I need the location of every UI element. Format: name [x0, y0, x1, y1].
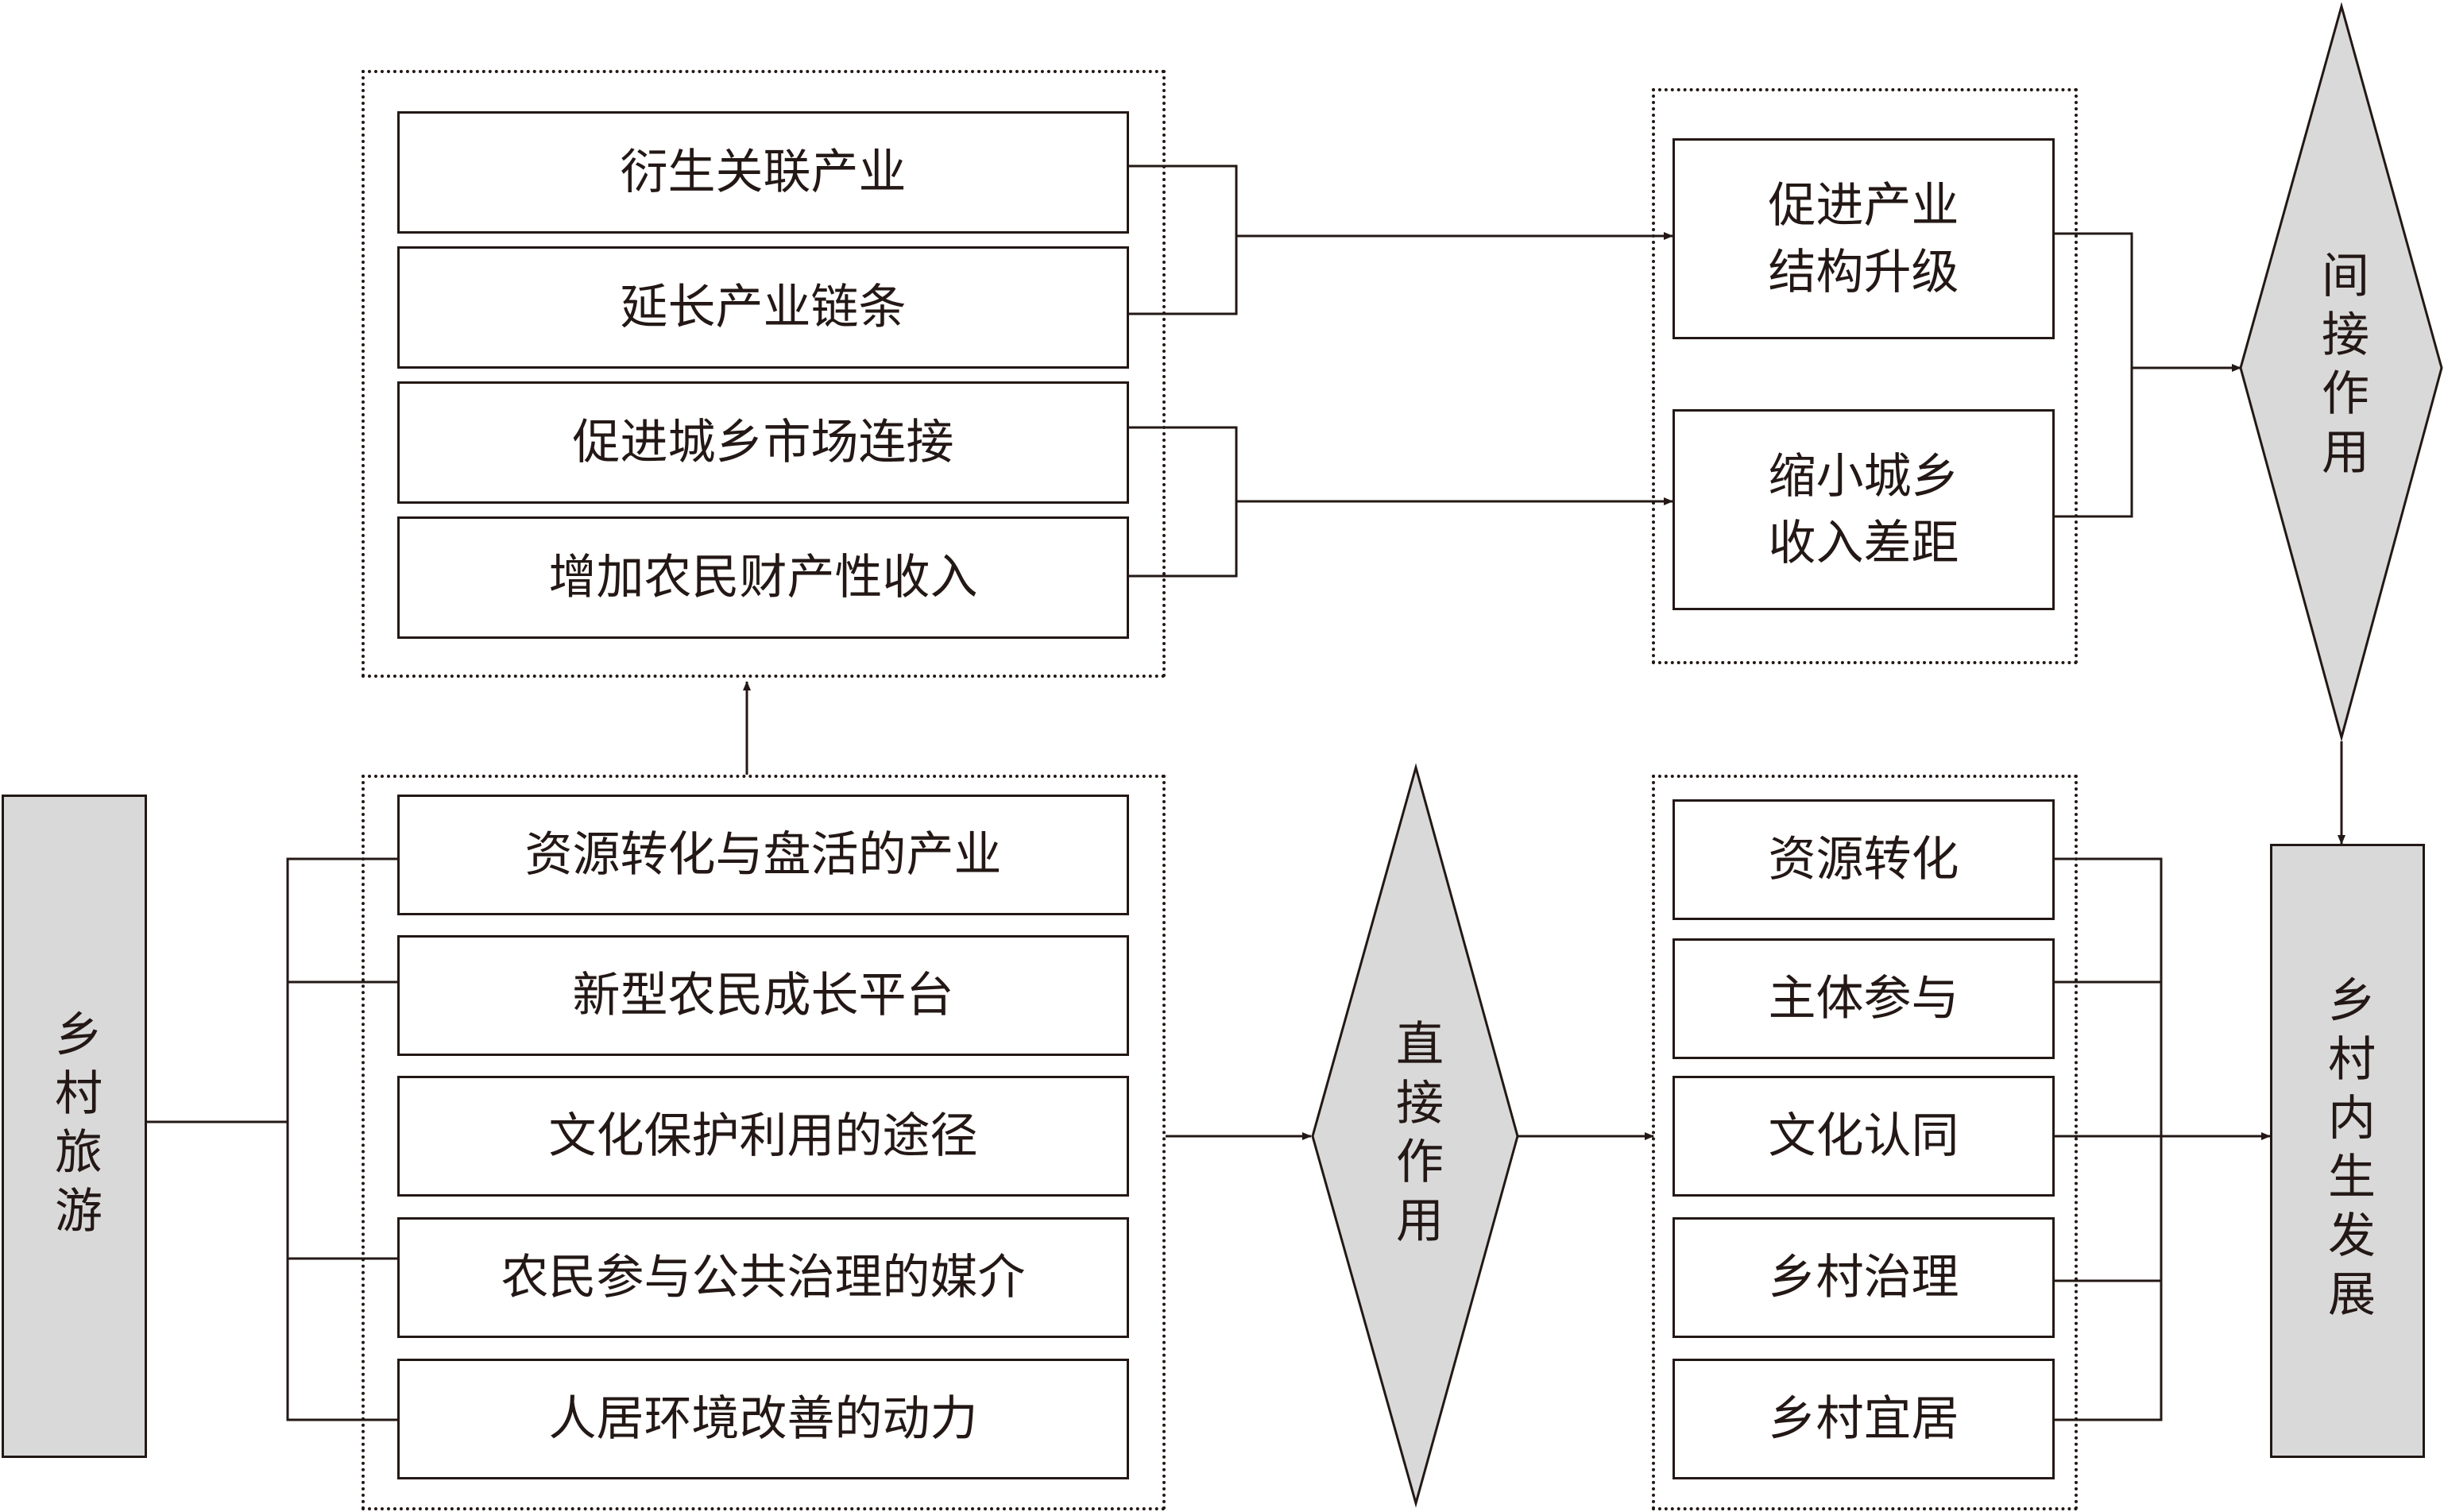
indirect-diamond-shape [2239, 2, 2443, 742]
mechanism-extend-chain: 延长产业链条 [397, 246, 1129, 369]
mechanisms-group [362, 70, 1166, 678]
mechanism-market-link: 促进城乡市场连接 [397, 381, 1129, 504]
bracket-indirect-outcomes [2055, 232, 2133, 518]
outcome-cultural-identity: 文化认同 [1673, 1076, 2055, 1197]
outcome-resource-conversion: 资源转化 [1673, 799, 2055, 920]
role-governance-media: 农民参与公共治理的媒介 [397, 1217, 1129, 1338]
roles-group [362, 775, 1166, 1510]
mechanism-derived-industries: 衍生关联产业 [397, 111, 1129, 234]
role-living-environment: 人居环境改善的动力 [397, 1359, 1129, 1479]
role-resource-industry: 资源转化与盘活的产业 [397, 795, 1129, 915]
bracket-direct-outcomes [2055, 857, 2163, 1421]
source-node: 乡村旅游 [2, 795, 147, 1458]
direct-diamond-label: 直接作用 [1387, 1019, 1444, 1254]
outcome-livability: 乡村宜居 [1673, 1359, 2055, 1479]
target-node: 乡村内生发展 [2270, 844, 2425, 1458]
direct-outcomes-group [1652, 775, 2078, 1510]
bracket-mechanisms-upper [1129, 164, 1238, 315]
role-farmer-platform: 新型农民成长平台 [397, 935, 1129, 1056]
mechanism-property-income: 增加农民财产性收入 [397, 516, 1129, 639]
indirect-outcomes-group [1652, 88, 2078, 664]
role-culture-path: 文化保护利用的途径 [397, 1076, 1129, 1197]
outcome-industry-upgrade: 促进产业 结构升级 [1673, 138, 2055, 339]
outcome-income-gap: 缩小城乡 收入差距 [1673, 409, 2055, 610]
outcome-participation: 主体参与 [1673, 938, 2055, 1059]
indirect-diamond-label: 间接作用 [2313, 249, 2369, 485]
bracket-roles [286, 857, 397, 1421]
direct-diamond-shape [1311, 763, 1519, 1508]
outcome-rural-governance: 乡村治理 [1673, 1217, 2055, 1338]
